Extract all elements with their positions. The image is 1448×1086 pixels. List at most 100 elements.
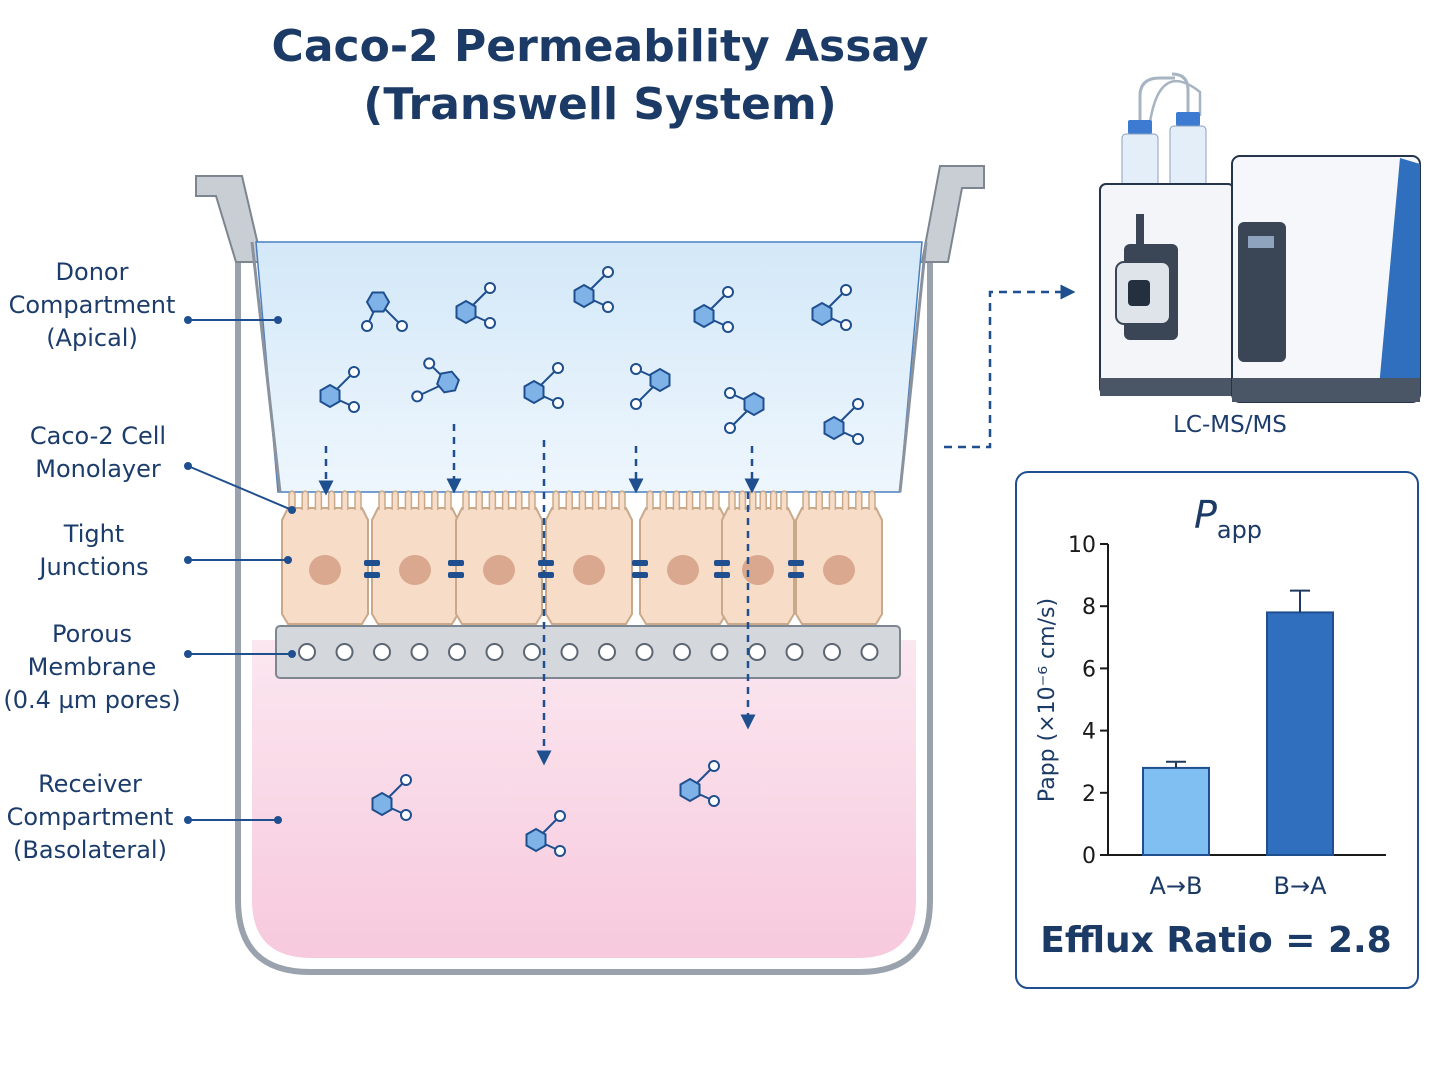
leader-dot: [184, 462, 192, 470]
sample-to-lcms-arrow: [944, 284, 1076, 449]
label-tight-junctions: Tight Junctions: [0, 518, 194, 584]
cell-nucleus: [573, 555, 605, 585]
molecule-ring: [693, 303, 715, 329]
cell: [455, 490, 543, 625]
y-tick-label: 4: [1082, 720, 1096, 745]
tight-junction-bar: [448, 572, 464, 578]
cell: [721, 490, 795, 625]
y-axis-label: Papp (×10⁻⁶ cm/s): [1035, 598, 1060, 802]
molecule-icon: [630, 363, 671, 410]
tight-junction-bar: [714, 560, 730, 566]
molecule-ring: [679, 777, 701, 803]
membrane-pore: [860, 643, 879, 661]
receiver-compartment: [252, 640, 916, 958]
microvillus: [301, 490, 309, 510]
molecule-atom: [361, 320, 373, 332]
leader-dot: [184, 816, 192, 824]
leader-dot: [274, 316, 282, 324]
microvillus: [780, 490, 788, 510]
leader-dot: [184, 316, 192, 324]
molecule-atom: [630, 398, 642, 410]
x-tick-label: A→B: [1150, 872, 1203, 900]
microvillus: [404, 490, 413, 510]
microvillus: [868, 490, 876, 510]
label-line: Tight: [63, 520, 125, 548]
microvillus: [565, 490, 573, 510]
molecule-atom: [708, 760, 720, 772]
molecule-ring: [823, 415, 845, 441]
membrane-pore: [673, 643, 691, 661]
microvillus: [646, 490, 654, 510]
molecule-atom: [724, 422, 736, 434]
bar: [1142, 766, 1210, 856]
microvillus: [552, 490, 560, 510]
microvillus: [378, 490, 386, 510]
label-line: Monolayer: [35, 455, 161, 483]
label-line: Porous: [51, 620, 133, 648]
microvillus: [314, 490, 323, 510]
molecule-atom: [602, 301, 614, 313]
chart-title-main: P: [1194, 493, 1217, 537]
label-line: Caco-2 Cell: [29, 422, 167, 450]
leader-line: [187, 465, 293, 511]
microvillus: [759, 490, 767, 510]
microvillus: [738, 490, 747, 510]
molecule-atom: [484, 282, 496, 294]
y-tick-label: 8: [1082, 595, 1096, 620]
microvillus: [354, 490, 362, 510]
tight-junction-bar: [788, 560, 804, 566]
microvillus: [488, 490, 497, 510]
label-line: Compartment: [6, 803, 174, 831]
tight-junction: [788, 560, 804, 578]
leader-dot: [288, 650, 296, 658]
microvillus: [462, 490, 470, 510]
molecule-ring: [371, 791, 393, 817]
label-caco2-monolayer: Caco-2 Cell Monolayer: [0, 420, 198, 486]
cell-nucleus: [483, 555, 515, 585]
efflux-ratio: Efflux Ratio = 2.8: [1040, 920, 1392, 961]
molecule-atom: [484, 317, 496, 329]
molecule-ring: [811, 301, 833, 327]
microvillus: [578, 490, 587, 510]
molecule-icon: [371, 774, 412, 821]
membrane-pore: [448, 643, 466, 661]
label-line: Receiver: [38, 770, 142, 798]
microvillus: [728, 490, 736, 510]
molecule-ring: [525, 827, 547, 853]
label-line: Membrane: [27, 653, 157, 681]
molecule-atom: [396, 320, 408, 332]
molecule-atom: [724, 387, 736, 399]
molecule-icon: [679, 760, 720, 807]
tight-junction-bar: [632, 560, 648, 566]
molecule-icon: [411, 357, 460, 403]
y-tick-label: 0: [1082, 844, 1096, 869]
label-line: Donor: [55, 258, 129, 286]
molecules: [319, 266, 864, 857]
tight-junction: [364, 560, 380, 578]
molecule-atom: [423, 357, 436, 370]
tight-junction-bar: [714, 572, 730, 578]
label-receiver-compartment: Receiver Compartment (Basolateral): [0, 768, 190, 867]
membrane-pore: [410, 643, 429, 661]
microvillus: [391, 490, 399, 510]
label-line: (0.4 µm pores): [3, 686, 181, 714]
tight-junction-bar: [788, 572, 804, 578]
molecule-atom: [400, 774, 412, 786]
chart-title: Papp: [1194, 493, 1262, 544]
cell-monolayer: [281, 490, 883, 625]
label-leaders: [184, 316, 296, 824]
label-line: Compartment: [8, 291, 176, 319]
label-line: (Basolateral): [13, 836, 167, 864]
molecule-atom: [400, 809, 412, 821]
molecule-atom: [722, 286, 734, 298]
microvillus: [528, 490, 536, 510]
molecule-ring: [573, 283, 595, 309]
tight-junction-bar: [538, 560, 554, 566]
tight-junction: [538, 560, 554, 578]
molecule-atom: [602, 266, 614, 278]
microvillus: [431, 490, 439, 510]
tight-junction-bar: [448, 560, 464, 566]
microvillus: [341, 490, 349, 510]
tight-junction: [714, 560, 730, 578]
